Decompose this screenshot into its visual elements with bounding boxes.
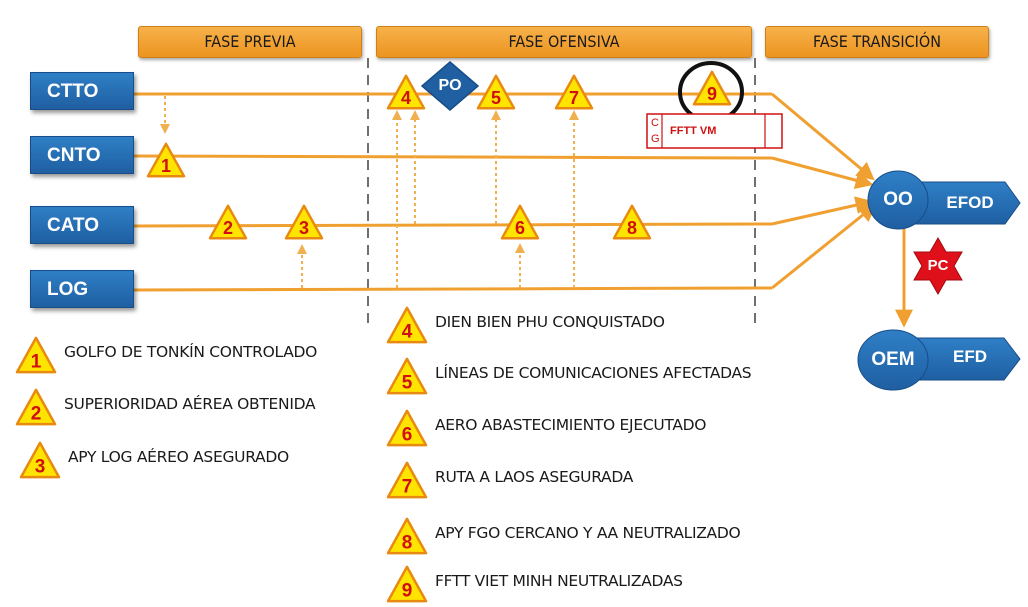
lane-line-cnto xyxy=(133,154,773,160)
marker-2-number: 2 xyxy=(223,218,233,238)
marker-4-number: 4 xyxy=(401,88,411,108)
marker-9-number: 9 xyxy=(707,84,717,104)
legend-8-triangle xyxy=(386,517,428,555)
marker-1-number: 1 xyxy=(161,156,171,176)
lane-log: LOG xyxy=(30,270,134,308)
marker-5-number: 5 xyxy=(491,88,501,108)
lane-line-log xyxy=(133,286,773,292)
legend-9-number: 9 xyxy=(402,581,413,602)
legend-5-number: 5 xyxy=(402,373,413,394)
pc-label: PC xyxy=(927,257,949,274)
legend-item-1: GOLFO DE TONKÍN CONTROLADO xyxy=(64,343,318,361)
legend-3-triangle xyxy=(19,441,61,479)
marker-6-triangle xyxy=(500,204,540,240)
marker-9-triangle xyxy=(692,70,732,106)
legend-5-triangle xyxy=(386,357,428,395)
legend-item-7: RUTA A LAOS ASEGURADA xyxy=(435,468,634,486)
phase-ofensiva: FASE OFENSIVA xyxy=(376,26,752,58)
legend-item-9: FFTT VIET MINH NEUTRALIZADAS xyxy=(435,572,683,590)
phase-transicion: FASE TRANSICIÓN xyxy=(765,26,989,58)
marker-3-number: 3 xyxy=(299,218,309,238)
converge-ctto xyxy=(771,92,875,181)
phase-previa: FASE PREVIA xyxy=(138,26,362,58)
legend-6-triangle xyxy=(386,409,428,447)
legend-4-triangle xyxy=(386,306,428,344)
legend-7-number: 7 xyxy=(402,477,413,498)
legend-item-8: APY FGO CERCANO Y AA NEUTRALIZADO xyxy=(435,524,741,542)
oem-label: OEM xyxy=(871,349,915,370)
legend-item-3: APY LOG AÉREO ASEGURADO xyxy=(68,448,289,466)
fftt-g-label: G xyxy=(651,133,660,145)
legend-1-triangle xyxy=(15,336,57,374)
marker-2-triangle xyxy=(208,204,248,240)
po-label: PO xyxy=(438,77,462,94)
legend-8-number: 8 xyxy=(402,533,413,554)
marker-1-triangle xyxy=(146,142,186,178)
converge-cato xyxy=(771,196,874,226)
efd-label: EFD xyxy=(953,347,987,366)
marker-6-number: 6 xyxy=(515,218,525,238)
pc-star xyxy=(913,236,963,296)
legend-3-number: 3 xyxy=(35,457,46,478)
marker-8-number: 8 xyxy=(627,218,637,238)
fftt-label: FFTT VM xyxy=(670,125,717,137)
fftt-c-label: C xyxy=(651,117,659,129)
legend-9-triangle xyxy=(386,565,428,603)
fftt-box xyxy=(646,113,783,149)
legend-2-triangle xyxy=(15,388,57,426)
legend-2-number: 2 xyxy=(31,404,42,425)
marker-7-triangle xyxy=(554,74,594,110)
legend-item-5: LÍNEAS DE COMUNICACIONES AFECTADAS xyxy=(435,364,752,382)
legend-item-4: DIEN BIEN PHU CONQUISTADO xyxy=(435,313,665,331)
converge-log xyxy=(771,203,877,290)
lane-cato: CATO xyxy=(30,206,134,244)
marker-5-triangle xyxy=(476,74,516,110)
marker-4-triangle xyxy=(386,74,426,110)
legend-6-number: 6 xyxy=(402,425,413,446)
legend-4-number: 4 xyxy=(402,322,413,343)
lane-cnto: CNTO xyxy=(30,136,134,174)
marker-8-triangle xyxy=(612,204,652,240)
lane-ctto: CTTO xyxy=(30,72,134,110)
milestone-markers: 1 2 3 4 5 6 7 8 9 1 2 3 4 5 6 7 8 9 xyxy=(15,70,732,603)
efod-label: EFOD xyxy=(946,193,994,212)
converge-cnto xyxy=(771,156,874,190)
legend-7-triangle xyxy=(386,461,428,499)
oo-circle xyxy=(867,170,929,230)
legend-item-6: AERO ABASTECIMIENTO EJECUTADO xyxy=(435,416,707,434)
marker-3-triangle xyxy=(284,204,324,240)
legend-1-number: 1 xyxy=(31,352,42,373)
oo-label: OO xyxy=(883,189,913,210)
oem-circle xyxy=(857,329,929,391)
marker-7-number: 7 xyxy=(569,88,579,108)
po-diamond xyxy=(420,61,480,111)
legend-item-2: SUPERIORIDAD AÉREA OBTENIDA xyxy=(64,395,316,413)
